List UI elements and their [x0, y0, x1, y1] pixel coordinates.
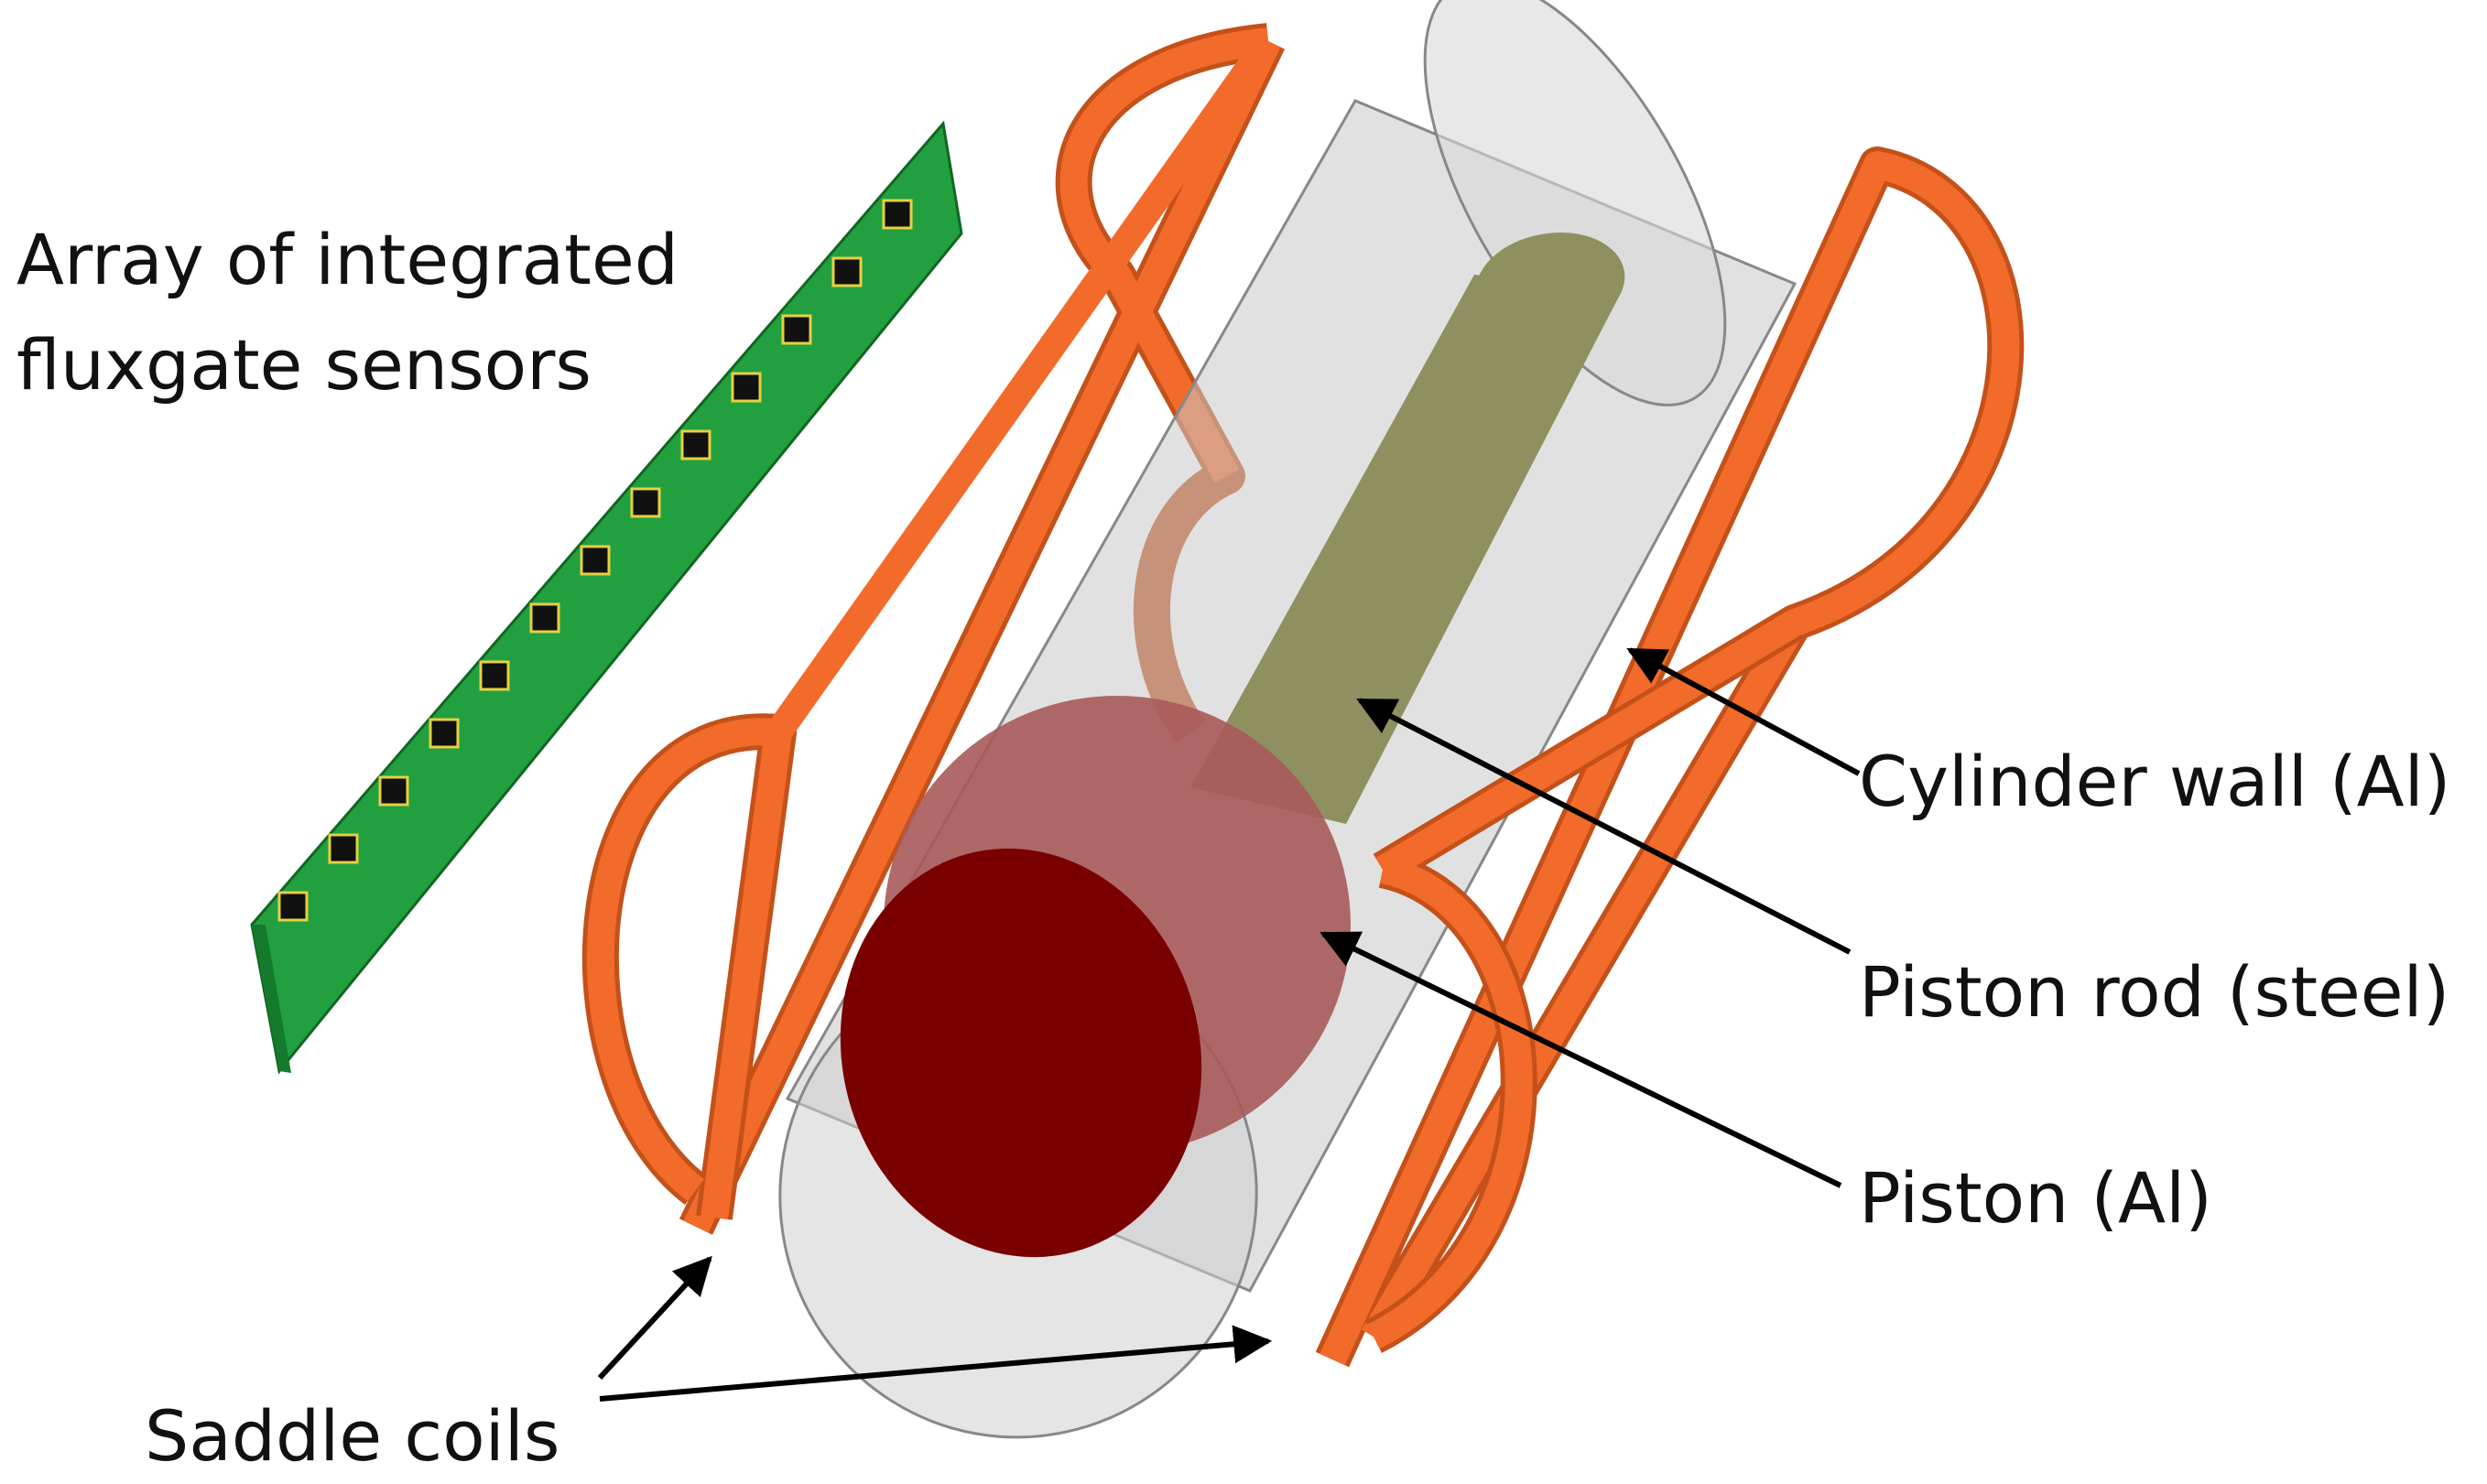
saddle-coil-right: [1315, 146, 2025, 1368]
label-sensor-array-line1: Array of integrated: [16, 219, 679, 300]
arrow-piston: [1320, 931, 1842, 1188]
label-piston: Piston (Al): [1859, 1157, 2212, 1239]
arrow-saddle-coil-right: [599, 1325, 1273, 1402]
arrow-piston-rod: [1356, 698, 1852, 955]
arrow-cylinder-wall: [1626, 647, 1861, 776]
fluxgate-sensor-array: [250, 120, 963, 1075]
label-cylinder-wall: Cylinder wall (Al): [1859, 741, 2450, 822]
sensor-chips: [277, 199, 913, 922]
label-saddle-coils: Saddle coils: [145, 1395, 559, 1477]
piston: [840, 696, 1351, 1258]
arrow-saddle-coil-left: [597, 1255, 712, 1381]
label-piston-rod: Piston rod (steel): [1859, 951, 2449, 1033]
leader-arrows: [597, 647, 1861, 1402]
label-sensor-array-line2: fluxgate sensors: [16, 324, 592, 406]
piston-rod: [1190, 232, 1625, 824]
